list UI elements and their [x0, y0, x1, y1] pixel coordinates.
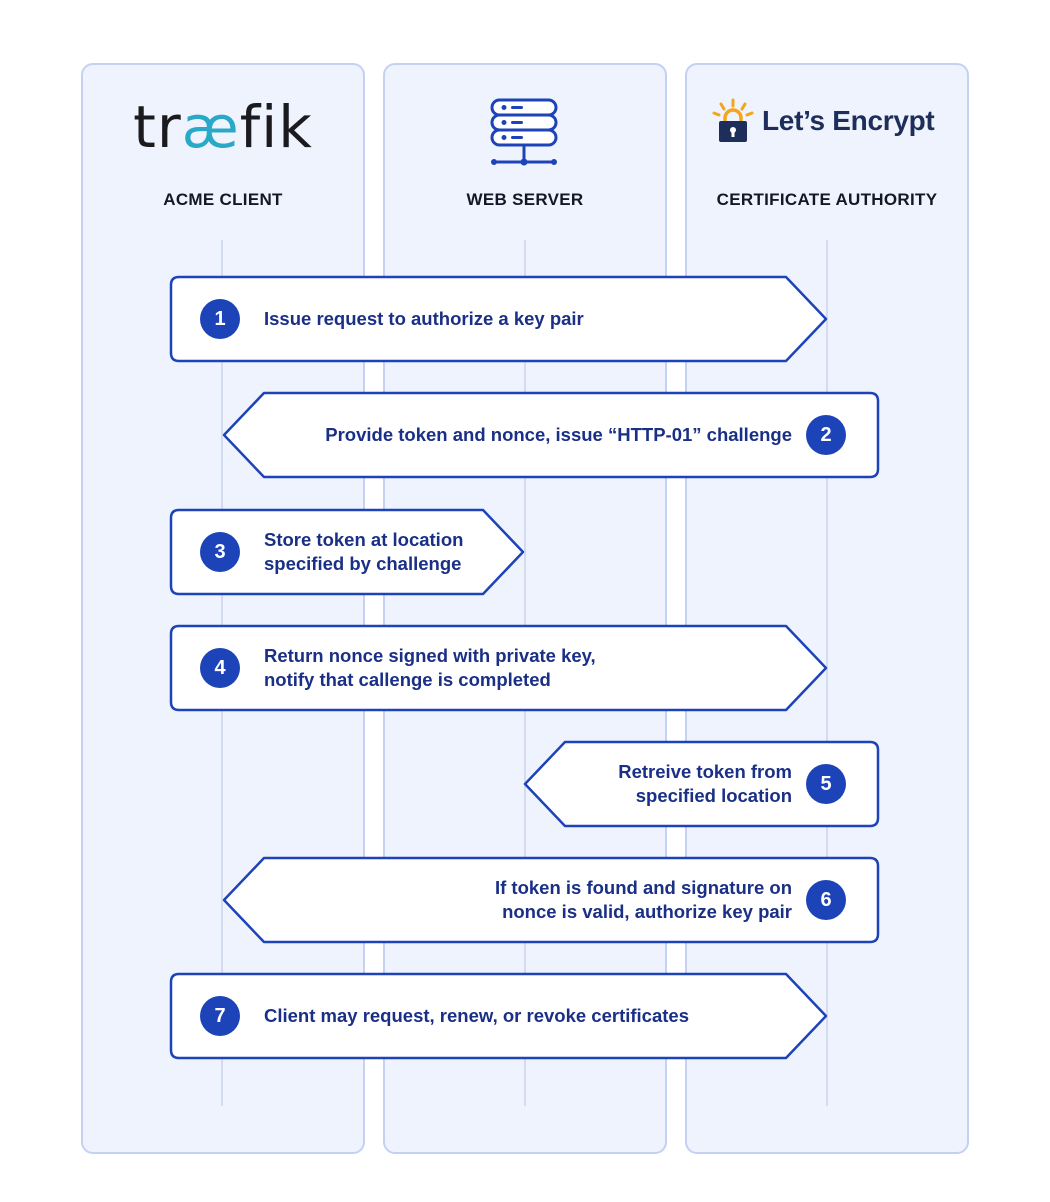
step-3-arrow-shape [169, 508, 525, 596]
lane-label-certificate-authority: CERTIFICATE AUTHORITY [716, 190, 938, 209]
server-icon [488, 98, 560, 173]
step-4-badge: 4 [200, 648, 240, 688]
step-3-line-1: Store token at location [264, 529, 464, 550]
step-3-arrow: 3 Store token at location specified by cha… [169, 508, 525, 596]
padlock-icon [712, 98, 754, 142]
step-3-badge: 3 [200, 532, 240, 572]
step-1-badge: 1 [200, 299, 240, 339]
step-4-arrow: 4 Return nonce signed with private key, no… [169, 624, 828, 712]
step-5-arrow-shape [523, 740, 880, 828]
lane-label-acme-client: ACME CLIENT [163, 190, 283, 209]
step-7-badge: 7 [200, 996, 240, 1036]
step-4-text: Return nonce signed with private key, not… [264, 626, 780, 710]
step-5-badge: 5 [806, 764, 846, 804]
step-7-arrow: 7 Client may request, renew, or revoke ce… [169, 972, 828, 1060]
step-2-arrow: 2 Provide token and nonce, issue “HTTP-01… [222, 391, 880, 479]
step-4-line-1: Return nonce signed with private key, [264, 645, 596, 666]
step-5-arrow: 5 Retreive token from specified location [523, 740, 880, 828]
step-5-text: Retreive token from specified location [571, 742, 792, 826]
lets-encrypt-logo: Let’s Encrypt [712, 96, 935, 146]
traefik-logo-accent: æ [181, 93, 240, 161]
step-7-line-1: Client may request, renew, or revoke cer… [264, 1005, 689, 1026]
step-2-line-1: Provide token and nonce, issue “HTTP-01”… [325, 424, 792, 445]
step-5-line-2: specified location [635, 785, 792, 806]
step-3-line-2: specified by challenge [264, 553, 462, 574]
step-6-arrow: 6 If token is found and signature on nonce… [222, 856, 880, 944]
step-2-text: Provide token and nonce, issue “HTTP-01”… [270, 393, 792, 477]
lets-encrypt-wordmark: Let’s Encrypt [762, 105, 935, 136]
step-2-badge: 2 [806, 415, 846, 455]
step-6-line-1: If token is found and signature on [494, 877, 792, 898]
step-1-text: Issue request to authorize a key pair [264, 277, 780, 361]
lane-label-web-server: WEB SERVER [466, 190, 584, 209]
step-4-line-2: notify that callenge is completed [264, 669, 551, 690]
traefik-logo: træfik [133, 93, 313, 161]
step-4-arrow-shape [169, 624, 828, 712]
step-1-line-1: Issue request to authorize a key pair [264, 308, 584, 329]
step-2-arrow-shape [222, 391, 880, 479]
step-5-line-1: Retreive token from [618, 761, 792, 782]
step-1-arrow: 1 Issue request to authorize a key pair [169, 275, 828, 363]
step-3-text: Store token at location specified by chal… [264, 510, 477, 594]
step-1-arrow-shape [169, 275, 828, 363]
step-6-arrow-shape [222, 856, 880, 944]
step-6-badge: 6 [806, 880, 846, 920]
step-7-arrow-shape [169, 972, 828, 1060]
step-7-text: Client may request, renew, or revoke cer… [264, 974, 780, 1058]
step-6-text: If token is found and signature on nonce … [270, 858, 792, 942]
lifeline-certificate-authority [826, 240, 828, 1106]
lane-acme-client [81, 63, 365, 1154]
step-6-line-2: nonce is valid, authorize key pair [502, 901, 792, 922]
